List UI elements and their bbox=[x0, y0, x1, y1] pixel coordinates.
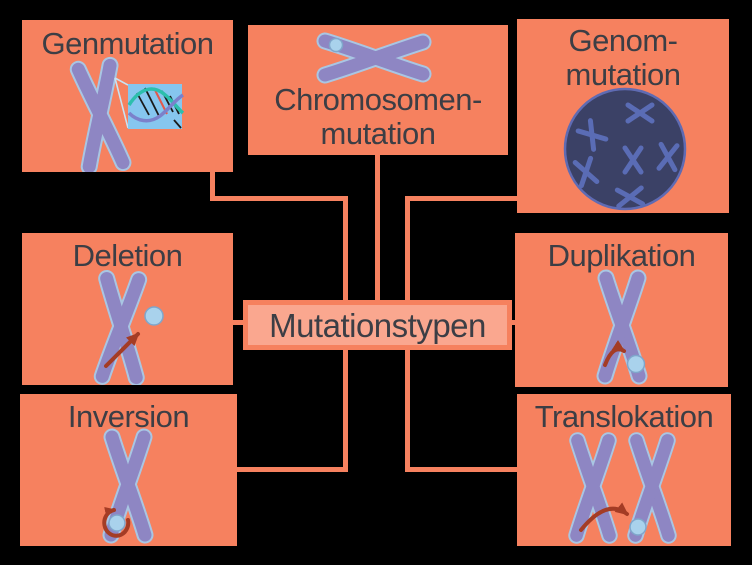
node-duplikation: Duplikation bbox=[515, 233, 728, 387]
center-node-label: Mutationstypen bbox=[269, 306, 486, 344]
node-deletion-label: Deletion bbox=[72, 238, 183, 273]
centromere-dot-icon bbox=[328, 37, 344, 53]
connector-genommutation-v bbox=[405, 196, 410, 302]
node-mutationstypen: Mutationstypen bbox=[243, 300, 512, 350]
inverted-segment-dot-icon bbox=[108, 514, 126, 532]
node-genommutation-label-line1: Genom- bbox=[568, 23, 678, 58]
connector-inversion-h bbox=[235, 467, 348, 472]
chromosome-inversion-loop-icon bbox=[102, 428, 154, 544]
deletion-arrow-icon bbox=[104, 332, 140, 368]
connector-translokation-v bbox=[405, 348, 410, 472]
chromosome-fragment-breakoff-icon bbox=[93, 269, 164, 385]
node-chromosomenmutation-label-line1: Chromosomen- bbox=[274, 82, 482, 117]
connector-genmutation-v bbox=[343, 196, 348, 302]
node-duplikation-label: Duplikation bbox=[547, 238, 696, 273]
node-genmutation-label: Genmutation bbox=[41, 26, 215, 61]
connector-genmutation-stub bbox=[210, 171, 215, 201]
node-inversion: Inversion bbox=[20, 394, 237, 546]
connector-inversion-v bbox=[343, 348, 348, 472]
connector-chromosomenmutation-v bbox=[375, 154, 380, 302]
deleted-fragment-dot-icon bbox=[144, 306, 164, 326]
node-chromosomenmutation: Chromosomen- mutation bbox=[248, 25, 508, 155]
node-genmutation: Genmutation bbox=[22, 20, 233, 172]
horizontal-chromosome-icon bbox=[316, 32, 432, 84]
chromosome-with-dna-zoom-icon bbox=[69, 56, 185, 172]
duplication-arrow-icon bbox=[603, 340, 626, 367]
node-inversion-label: Inversion bbox=[67, 399, 190, 434]
inversion-loop-arrow-icon bbox=[102, 506, 131, 538]
node-translokation-label: Translokation bbox=[534, 399, 714, 434]
node-deletion: Deletion bbox=[22, 233, 233, 385]
connector-genommutation-h bbox=[405, 196, 519, 201]
node-chromosomenmutation-label-line2: mutation bbox=[320, 116, 436, 151]
node-translokation: Translokation bbox=[517, 394, 731, 546]
duplicated-segment-dot-icon bbox=[626, 354, 646, 374]
connector-translokation-h bbox=[405, 467, 519, 472]
nucleus-with-chromosomes-icon bbox=[563, 87, 687, 211]
translocation-arrow-icon bbox=[579, 502, 629, 532]
two-chromosomes-translocation-icon bbox=[568, 432, 677, 544]
connector-deletion-stub bbox=[228, 320, 244, 325]
chromosome-duplication-arrow-icon bbox=[596, 269, 648, 385]
connector-duplikation-stub bbox=[507, 320, 519, 325]
node-genommutation-label-line2: mutation bbox=[565, 57, 681, 92]
connector-genmutation-h bbox=[210, 196, 348, 201]
node-genommutation: Genom- mutation bbox=[517, 19, 729, 213]
translocated-segment-dot-icon bbox=[629, 518, 647, 536]
